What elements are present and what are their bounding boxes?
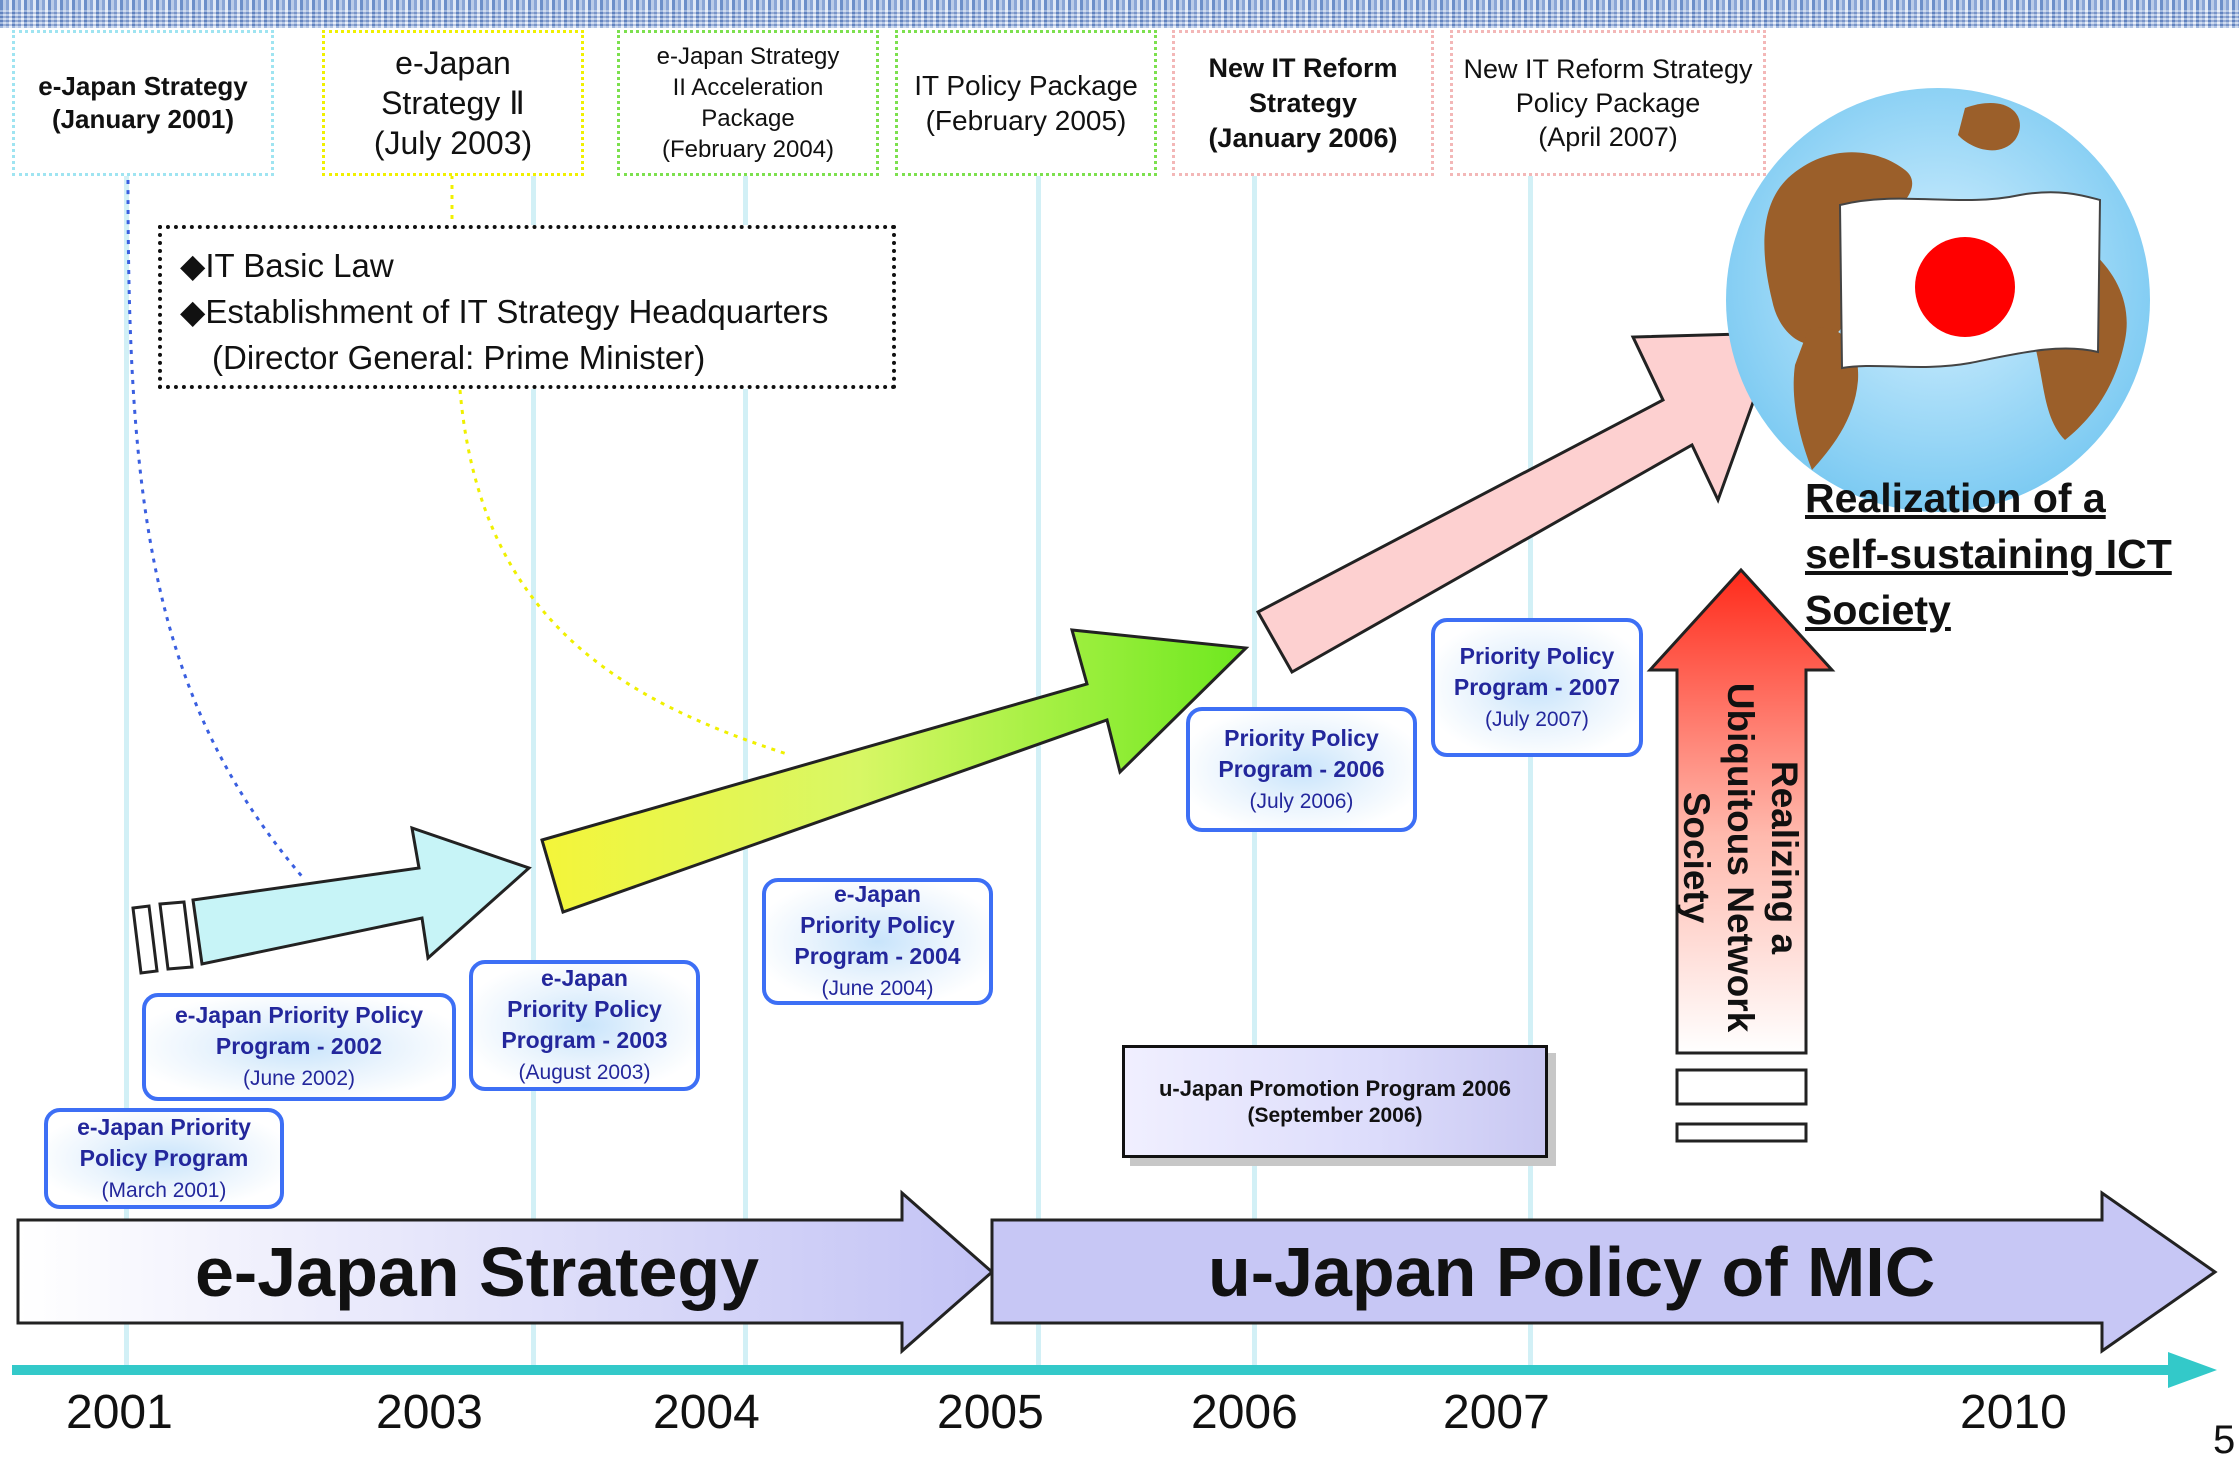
ujapan-phase-arrow <box>990 1190 2218 1354</box>
year-2004: 2004 <box>653 1386 760 1439</box>
decorative-top-strip <box>0 0 2239 28</box>
year-2007: 2007 <box>1443 1386 1550 1439</box>
header-reform-policy-package-text: New IT Reform Strategy Policy Package (A… <box>1463 54 1753 152</box>
program-title-2001: e-Japan Priority Policy Program <box>77 1113 251 1171</box>
connector-2003 <box>458 389 791 757</box>
ejapan-phase-label: e-Japan Strategy <box>195 1233 760 1311</box>
law-line-1: ◆IT Basic Law <box>180 247 394 284</box>
guide-line-2007 <box>1528 175 1533 1370</box>
connector-2001 <box>126 179 307 881</box>
realization-text: Realization of a self-sustaining ICT Soc… <box>1805 475 2172 633</box>
program-title-2004: e-Japan Priority Policy Program - 2004 <box>794 881 961 969</box>
timeline-bar <box>12 1365 2182 1375</box>
u-japan-promotion-box: u-Japan Promotion Program 2006 (Septembe… <box>1122 1045 1548 1158</box>
land-greenland <box>1958 103 2020 151</box>
header-new-it-reform-strategy-text: New IT Reform Strategy (January 2006) <box>1208 52 1398 153</box>
year-2001: 2001 <box>66 1386 173 1439</box>
program-title-2003: e-Japan Priority Policy Program - 2003 <box>501 965 668 1053</box>
red-arrow-tail-bar-2 <box>1675 1122 1808 1143</box>
header-ejapan-strategy-2-text: e-Japan Strategy Ⅱ (July 2003) <box>373 45 533 161</box>
program-date-2002: (June 2002) <box>242 1067 356 1090</box>
u-japan-promotion-date: (September 2006) <box>1247 1103 1423 1127</box>
header-reform-policy-package: New IT Reform Strategy Policy Package (A… <box>1450 30 1766 176</box>
yellow-green-arrow <box>540 628 1250 914</box>
header-new-it-reform-strategy: New IT Reform Strategy (January 2006) <box>1172 30 1434 176</box>
program-box-2007: Priority Policy Program - 2007 (July 2007… <box>1431 618 1643 757</box>
program-box-2004: e-Japan Priority Policy Program - 2004 (J… <box>762 878 993 1005</box>
red-up-arrow <box>1646 567 1836 1055</box>
program-date-2001: (March 2001) <box>101 1178 227 1202</box>
red-arrow-tail-bar-1 <box>1675 1068 1808 1106</box>
pink-arrow <box>1255 331 1781 675</box>
header-ejapan-strategy: e-Japan Strategy (January 2001) <box>12 30 274 176</box>
ujapan-phase-label: u-Japan Policy of MIC <box>1208 1233 1936 1311</box>
program-box-2006: Priority Policy Program - 2006 (July 2006… <box>1186 707 1417 832</box>
program-date-2007: (July 2007) <box>1485 707 1589 731</box>
page-number: 5 <box>2213 1418 2236 1462</box>
program-box-2001: e-Japan Priority Policy Program (March 20… <box>44 1108 284 1209</box>
ubiquitous-network-text: Realizing a Ubiquitous Network Society <box>1676 682 1805 1033</box>
cyan-arrow <box>191 825 532 966</box>
year-2005: 2005 <box>937 1386 1044 1439</box>
header-it-policy-package: IT Policy Package (February 2005) <box>895 30 1157 176</box>
u-japan-promotion-title: u-Japan Promotion Program 2006 <box>1158 1075 1512 1101</box>
japan-flag-circle <box>1915 237 2015 337</box>
ejapan-phase-arrow <box>16 1189 995 1355</box>
law-line-2: ◆Establishment of IT Strategy Headquarte… <box>180 293 829 330</box>
program-date-2006: (July 2006) <box>1249 789 1354 813</box>
law-line-3: (Director General: Prime Minister) <box>212 339 706 376</box>
year-2003: 2003 <box>376 1386 483 1439</box>
arrow-tail-bar-1 <box>131 904 159 975</box>
year-2006: 2006 <box>1191 1386 1298 1439</box>
year-2010: 2010 <box>1960 1386 2067 1439</box>
it-basic-law-box: ◆IT Basic Law ◆Establishment of IT Strat… <box>158 225 896 389</box>
guide-line-2003 <box>531 175 536 1370</box>
decorative-top-strip-overlay <box>0 10 2239 28</box>
program-title-2007: Priority Policy Program - 2007 <box>1453 642 1621 700</box>
header-ejapan-strategy-text: e-Japan Strategy (January 2001) <box>38 71 248 134</box>
header-acceleration-package-text: e-Japan Strategy II Acceleration Package… <box>656 43 840 163</box>
header-it-policy-package-text: IT Policy Package (February 2005) <box>914 70 1138 136</box>
program-title-2002: e-Japan Priority Policy Program - 2002 <box>175 1002 423 1059</box>
program-title-2006: Priority Policy Program - 2006 <box>1218 724 1385 782</box>
header-ejapan-strategy-2: e-Japan Strategy Ⅱ (July 2003) <box>322 30 584 176</box>
guide-line-2001 <box>124 175 129 1370</box>
program-box-2003: e-Japan Priority Policy Program - 2003 (A… <box>469 960 700 1091</box>
program-date-2003: (August 2003) <box>518 1061 651 1084</box>
guide-line-2005 <box>1036 175 1041 1370</box>
header-acceleration-package: e-Japan Strategy II Acceleration Package… <box>617 30 879 176</box>
timeline-arrowhead <box>2168 1352 2217 1388</box>
program-date-2004: (June 2004) <box>821 977 934 1000</box>
arrow-tail-bar-2 <box>158 900 194 971</box>
program-box-2002: e-Japan Priority Policy Program - 2002 (J… <box>142 993 456 1101</box>
guide-line-2004 <box>743 175 748 1370</box>
